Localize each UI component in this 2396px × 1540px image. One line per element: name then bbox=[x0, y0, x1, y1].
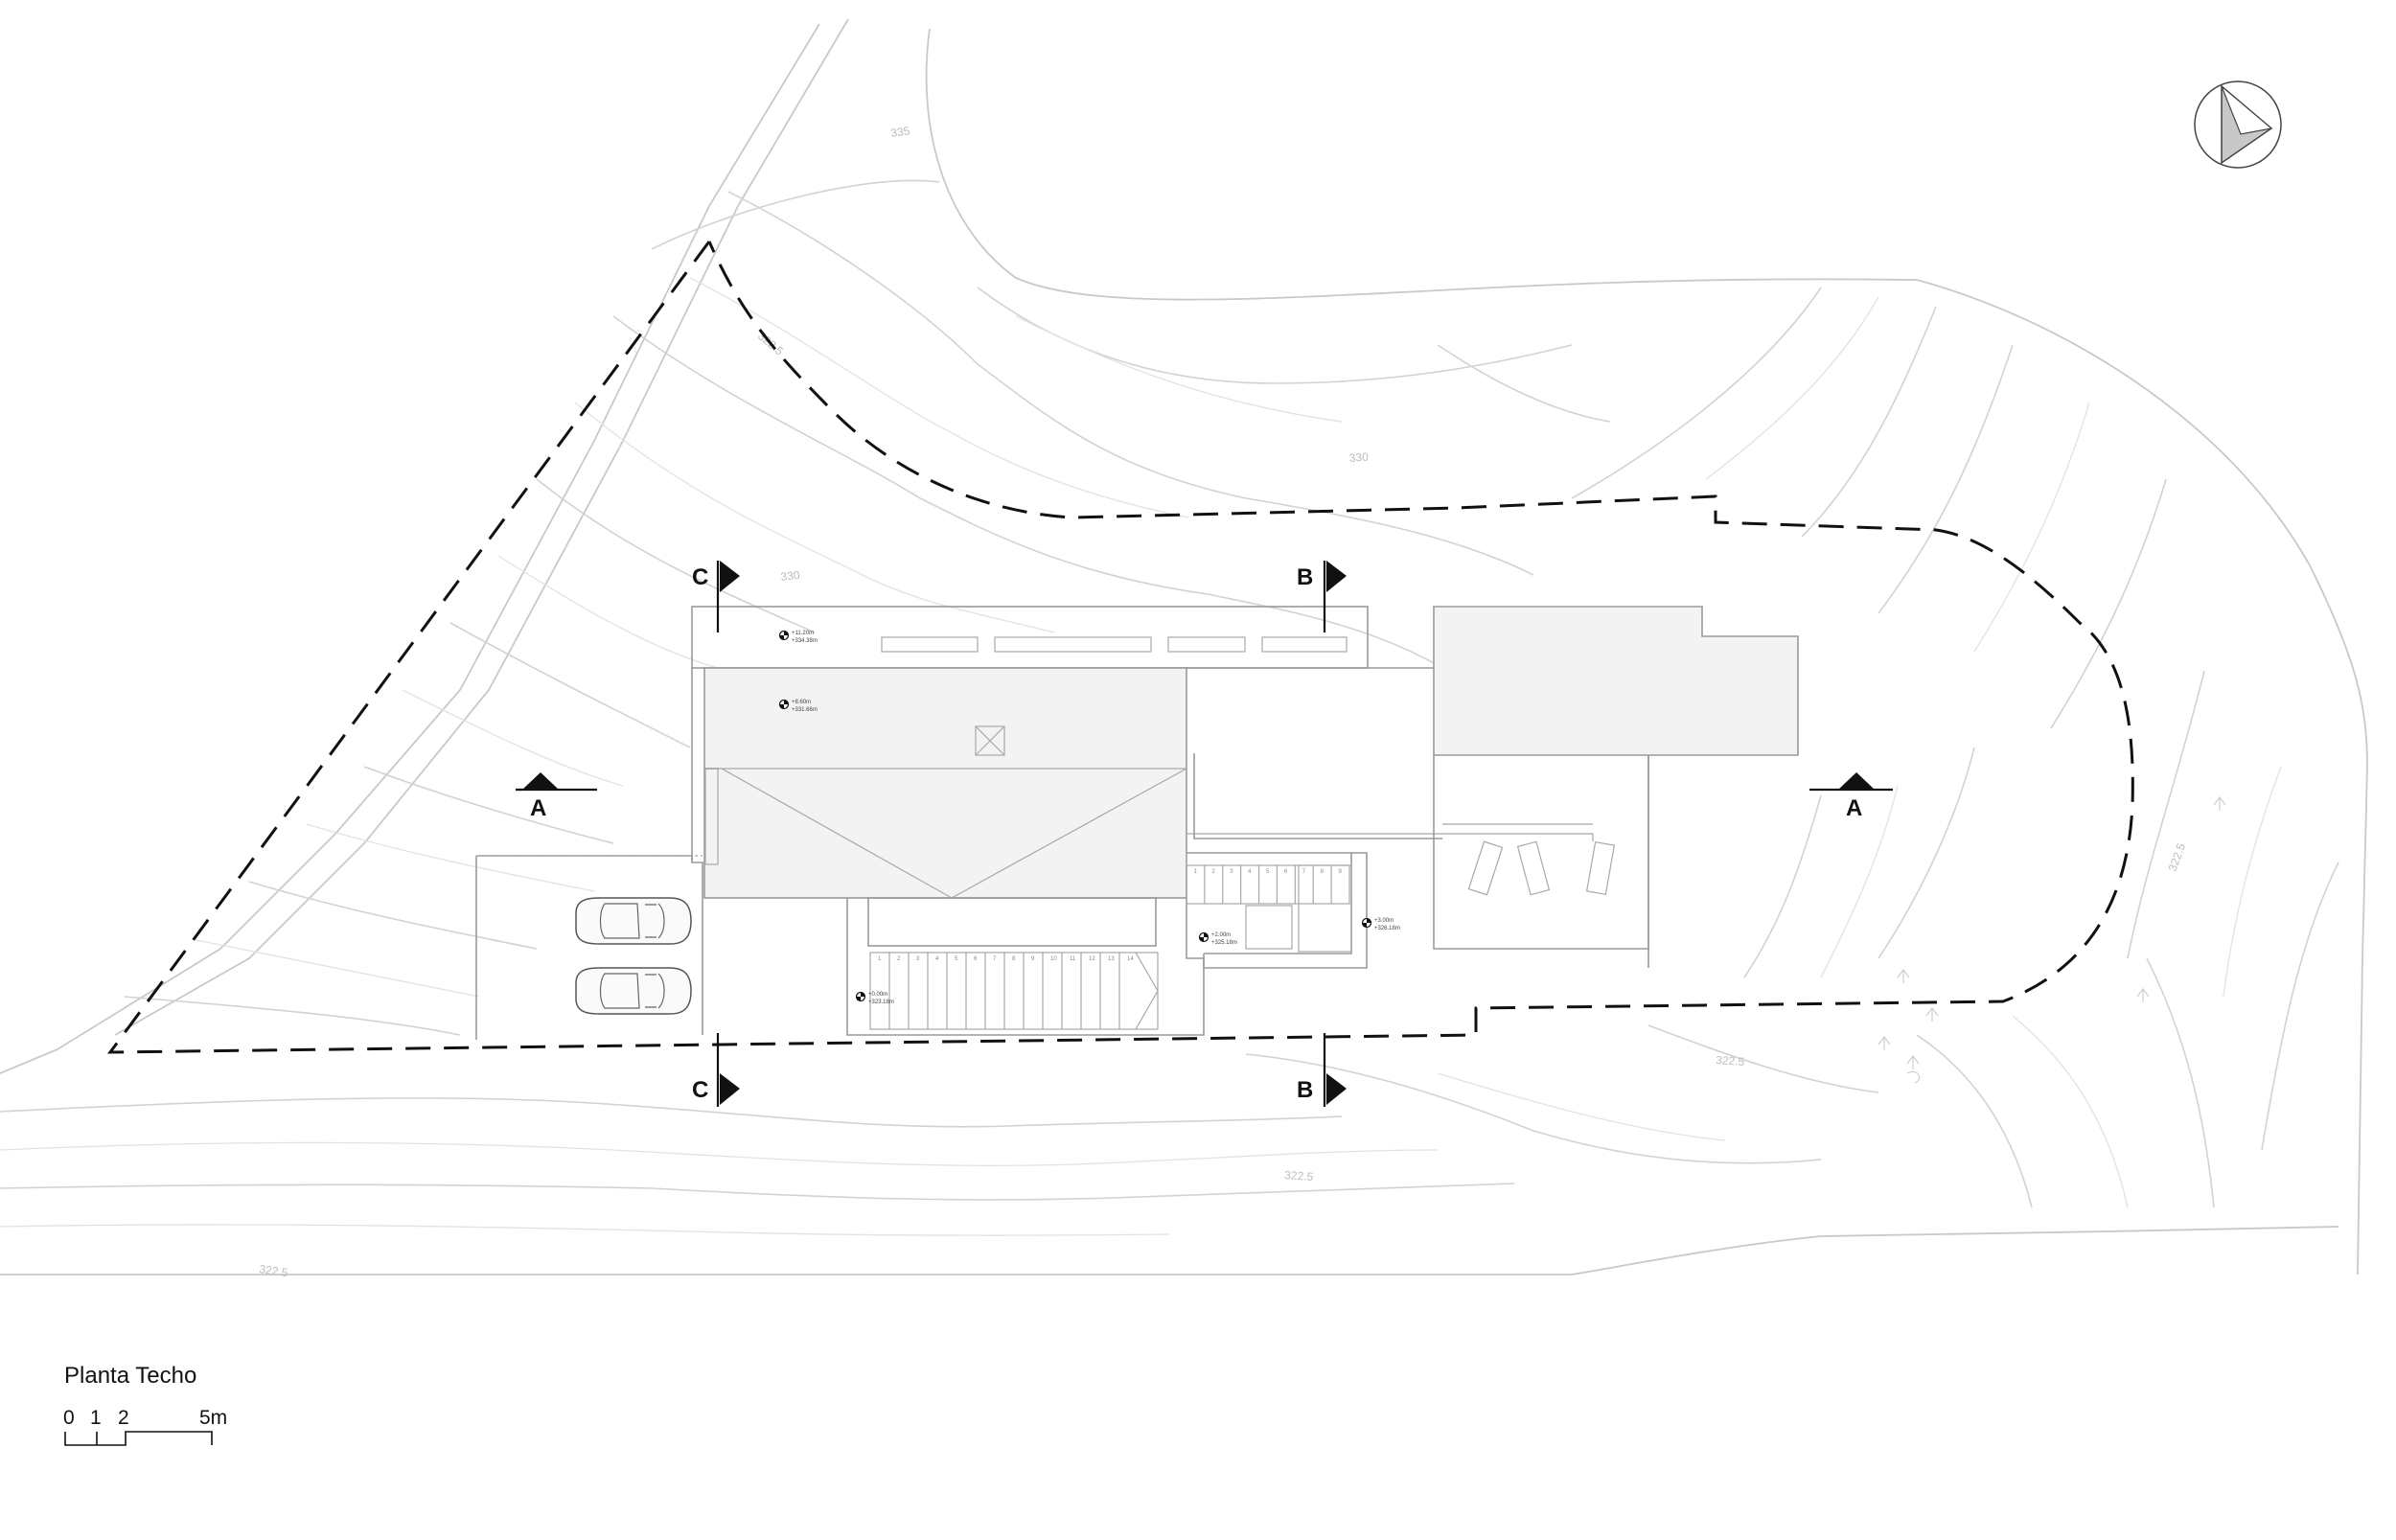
stair-number: 3 bbox=[1230, 869, 1233, 875]
car-icon bbox=[575, 897, 692, 945]
stair-number: 2 bbox=[897, 956, 901, 962]
section-label: A bbox=[1846, 795, 1862, 821]
access-wall bbox=[846, 898, 1205, 1036]
stair-number: 7 bbox=[993, 956, 997, 962]
level-text: +323.18m bbox=[868, 1000, 894, 1005]
section-b-top: B bbox=[1297, 561, 1347, 632]
skylight-strip bbox=[1167, 636, 1246, 653]
building bbox=[475, 606, 1799, 1040]
section-label: A bbox=[530, 795, 546, 821]
stair-number: 14 bbox=[1127, 956, 1134, 962]
section-label: B bbox=[1297, 564, 1313, 590]
level-text: +331.66m bbox=[792, 707, 818, 713]
stair-number: 6 bbox=[974, 956, 978, 962]
contour-lines bbox=[0, 179, 2339, 1236]
contour-label: 322.5 bbox=[1284, 1168, 1314, 1184]
section-label: B bbox=[1297, 1077, 1313, 1103]
upper-stair bbox=[1186, 864, 1352, 953]
stair-number: 9 bbox=[1339, 869, 1343, 875]
contour-labels: 335 330 330 322.5 322.5 322.5 322.5 322.… bbox=[259, 124, 2189, 1279]
level-text: +2.00m bbox=[1211, 932, 1231, 938]
section-label: C bbox=[692, 1077, 708, 1103]
scale-label: 0 bbox=[63, 1407, 75, 1429]
sun-lounger-icon bbox=[1467, 840, 1616, 896]
section-a-right: A bbox=[1809, 772, 1893, 821]
level-text: +334.38m bbox=[792, 638, 818, 644]
scale-label: 1 bbox=[90, 1407, 102, 1429]
level-text: +325.18m bbox=[1211, 940, 1237, 946]
level-marker-icon: +11.20m +334.38m +8.60m +331.66m +3.00m … bbox=[778, 630, 1400, 1005]
main-stair bbox=[869, 952, 1159, 1030]
stair-number: 5 bbox=[1266, 869, 1270, 875]
contour-label: 322.5 bbox=[2166, 841, 2189, 873]
stair-number: 10 bbox=[1050, 956, 1057, 962]
scale-label: 5m bbox=[199, 1407, 228, 1429]
stair-number: 11 bbox=[1070, 956, 1076, 962]
terrace-wall bbox=[1193, 753, 1442, 839]
site-edges bbox=[0, 18, 2368, 1276]
stair-number: 6 bbox=[1284, 869, 1288, 875]
stair-number: 3 bbox=[916, 956, 920, 962]
stair-number: 8 bbox=[1321, 869, 1325, 875]
stair-number: 13 bbox=[1108, 956, 1115, 962]
stair-number: 9 bbox=[1031, 956, 1035, 962]
stair-number: 7 bbox=[1302, 869, 1306, 875]
section-c-bottom: C bbox=[692, 1033, 740, 1107]
upper-stair-numbers: 1 2 3 4 5 6 7 8 9 bbox=[1193, 865, 1343, 904]
contour-label: 335 bbox=[889, 124, 910, 140]
stair-number: 4 bbox=[1248, 869, 1252, 875]
section-label: C bbox=[692, 564, 708, 590]
skylight-icon bbox=[975, 725, 1005, 756]
contour-label: 330 bbox=[1348, 450, 1369, 465]
skylight-strip bbox=[881, 636, 979, 653]
level-text: +326.18m bbox=[1374, 926, 1400, 931]
north-arrow-icon bbox=[2194, 80, 2282, 169]
section-b-bottom: B bbox=[1297, 1033, 1347, 1107]
stair-number: 2 bbox=[1211, 869, 1215, 875]
right-roof-block bbox=[1433, 606, 1799, 756]
pool-deck bbox=[1433, 755, 1649, 950]
level-text: +8.60m bbox=[792, 700, 811, 705]
stair-number: 12 bbox=[1089, 956, 1095, 962]
skylight-strip bbox=[1261, 636, 1348, 653]
skylight-strip bbox=[994, 636, 1152, 653]
scale-label: 2 bbox=[118, 1407, 129, 1429]
stair-number: 8 bbox=[1012, 956, 1016, 962]
stair-number: 1 bbox=[1193, 869, 1197, 875]
section-a-left: A bbox=[516, 772, 597, 821]
stair-number: 5 bbox=[955, 956, 958, 962]
lower-volume bbox=[867, 897, 1157, 947]
section-c-top: C bbox=[692, 561, 740, 632]
property-boundary bbox=[106, 241, 2134, 1054]
level-text: +11.20m bbox=[792, 631, 814, 636]
contour-label: 330 bbox=[780, 568, 801, 584]
contour-label: 322.5 bbox=[259, 1262, 289, 1279]
stair-number: 1 bbox=[878, 956, 882, 962]
level-text: +3.00m bbox=[1374, 918, 1394, 924]
drawing-title: Planta Techo bbox=[64, 1363, 197, 1389]
stair-number: 4 bbox=[935, 956, 939, 962]
main-roof bbox=[703, 667, 1187, 899]
level-text: +0.00m bbox=[868, 992, 887, 998]
car-icon bbox=[575, 967, 692, 1015]
vegetation bbox=[1878, 796, 2226, 1084]
contour-label: 322.5 bbox=[1716, 1053, 1745, 1069]
scale-bar bbox=[64, 1431, 213, 1446]
